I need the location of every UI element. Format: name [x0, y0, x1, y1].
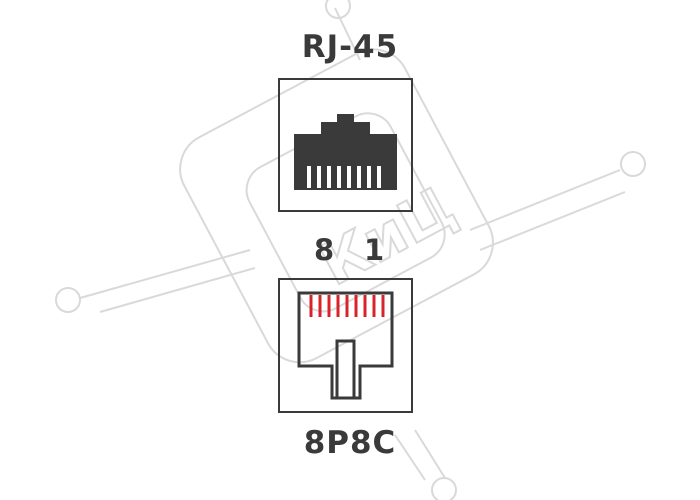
- 8p8c-plug-contacts-icon: [297, 291, 394, 400]
- pin-label-left: 8: [314, 233, 335, 267]
- 8p8c-frame: [278, 278, 413, 413]
- pin-label-right: 1: [364, 233, 385, 267]
- rj45-jack-front-icon: [294, 114, 397, 190]
- rj45-frame: [278, 78, 413, 212]
- top-label: RJ-45: [301, 29, 399, 65]
- bottom-label: 8P8C: [303, 425, 397, 461]
